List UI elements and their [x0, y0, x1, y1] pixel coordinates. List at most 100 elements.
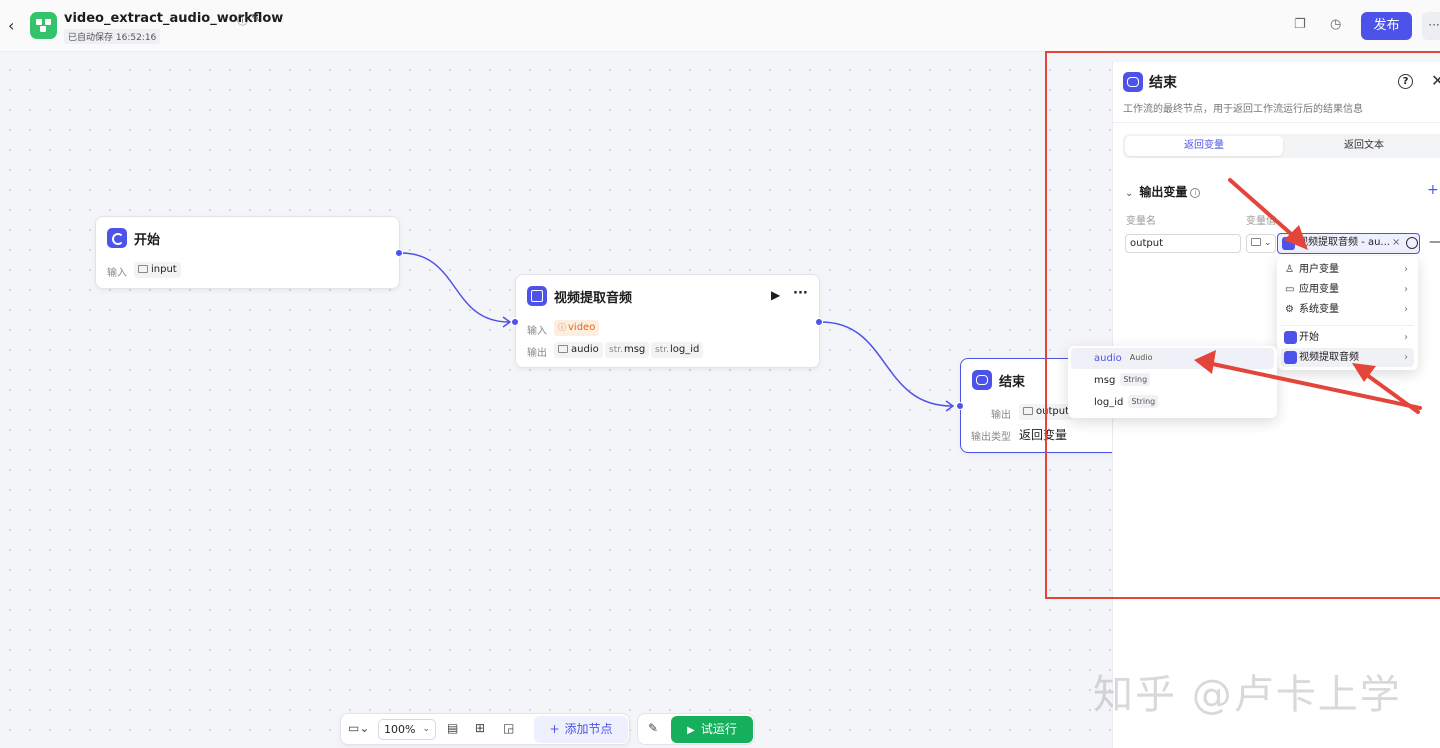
- menu-label: 开始: [1299, 332, 1319, 343]
- extract-input-name: video: [568, 322, 596, 333]
- settings-icon[interactable]: [1406, 237, 1418, 249]
- add-node-button[interactable]: + 添加节点: [534, 716, 628, 743]
- watermark: 知乎 @卢卡上学: [1093, 672, 1402, 718]
- end-node-icon: [972, 370, 992, 390]
- remove-variable-icon[interactable]: —: [1429, 234, 1440, 250]
- end-output-name: output: [1036, 406, 1069, 417]
- extract-node-icon: [527, 286, 547, 306]
- video-node-icon: [1284, 351, 1297, 364]
- variable-reference-field[interactable]: 视频提取音频 - au... ×: [1277, 233, 1420, 254]
- tab-return-variable[interactable]: 返回变量: [1125, 136, 1283, 156]
- column-value-label: 变量值: [1246, 216, 1276, 227]
- plus-icon: +: [549, 722, 560, 736]
- start-node-icon: [107, 228, 127, 248]
- edit-icon[interactable]: ✎: [251, 12, 261, 25]
- gear-icon: ⚙: [1285, 304, 1294, 315]
- menu-item-app-vars[interactable]: ▭应用变量›: [1281, 280, 1414, 299]
- play-icon: ▶: [687, 725, 695, 736]
- fit-view-icon[interactable]: ◲: [503, 721, 515, 735]
- output-name: msg: [623, 344, 646, 355]
- node-more-icon[interactable]: ···: [793, 286, 808, 301]
- type-badge: String: [1128, 395, 1159, 408]
- start-node[interactable]: 开始 输入 input: [95, 216, 403, 289]
- column-name-label: 变量名: [1126, 216, 1156, 227]
- panel-title: 结束: [1149, 75, 1177, 91]
- submenu-item-msg[interactable]: msg String: [1071, 370, 1274, 391]
- output-name: msg: [1094, 375, 1116, 386]
- divider: [1113, 122, 1440, 123]
- output-name: audio: [571, 344, 599, 355]
- close-icon[interactable]: ✕: [1431, 71, 1440, 90]
- run-node-icon[interactable]: ▶: [771, 288, 781, 302]
- info-icon[interactable]: ⓘ: [237, 14, 248, 27]
- chevron-down-icon: ⌄: [1125, 188, 1134, 199]
- end-output-type: 返回变量: [1019, 428, 1068, 442]
- chevron-right-icon: ›: [1404, 352, 1408, 363]
- copy-icon[interactable]: ❐: [1294, 17, 1306, 32]
- test-run-button[interactable]: ▶试运行: [671, 716, 753, 743]
- variable-type-select[interactable]: ⌄: [1246, 234, 1276, 253]
- end-input-handle[interactable]: [956, 402, 964, 410]
- folder-icon: ▭: [1285, 284, 1295, 295]
- more-icon[interactable]: ···: [1422, 12, 1440, 40]
- menu-label: 系统变量: [1299, 304, 1339, 315]
- history-icon[interactable]: ◷: [1330, 17, 1342, 32]
- end-output-tag: output: [1019, 404, 1073, 420]
- folder-icon: [558, 345, 568, 353]
- edge-start-extract: [400, 252, 510, 323]
- folder-icon: [1251, 238, 1261, 246]
- help-icon[interactable]: ?: [1398, 74, 1413, 89]
- clear-icon[interactable]: ×: [1392, 237, 1401, 248]
- canvas-toolbar: ▭⌄ 100% ⌄ ▤ ⊞ ◲ + 添加节点: [340, 713, 630, 745]
- end-output-label: 输出: [991, 410, 1011, 421]
- menu-item-extract-node[interactable]: 视频提取音频›: [1281, 348, 1414, 367]
- start-node-icon: [1284, 331, 1297, 344]
- type-badge: Audio: [1126, 351, 1156, 364]
- add-variable-icon[interactable]: +: [1427, 182, 1439, 198]
- workflow-logo-icon: [30, 12, 57, 39]
- chevron-down-icon: ⌄: [422, 724, 430, 734]
- warning-icon: ⓘ: [558, 323, 566, 332]
- wrench-icon[interactable]: ✎: [648, 721, 659, 735]
- zoom-select[interactable]: 100% ⌄: [378, 719, 436, 740]
- end-node-title: 结束: [999, 375, 1026, 390]
- back-icon[interactable]: ‹: [8, 16, 15, 35]
- comment-icon[interactable]: ▤: [447, 721, 459, 735]
- menu-item-system-vars[interactable]: ⚙系统变量›: [1281, 300, 1414, 319]
- tab-return-text[interactable]: 返回文本: [1344, 140, 1384, 151]
- variable-name-input[interactable]: [1125, 234, 1241, 253]
- info-icon: i: [1190, 188, 1201, 198]
- edge-start-extract-head: [502, 316, 512, 328]
- publish-button[interactable]: 发布: [1361, 12, 1412, 40]
- menu-item-user-vars[interactable]: ♙用户变量›: [1281, 260, 1414, 279]
- folder-icon: [1023, 407, 1033, 415]
- output-name: log_id: [669, 344, 700, 355]
- variable-source-menu: ♙用户变量› ▭应用变量› ⚙ 系统变量 › 开始› 视频提取音频›: [1277, 256, 1418, 370]
- menu-item-start-node[interactable]: 开始›: [1281, 328, 1414, 347]
- return-mode-tabs: 返回变量 返回文本: [1123, 134, 1440, 158]
- extract-input-handle[interactable]: [511, 318, 519, 326]
- extract-output-handle[interactable]: [815, 318, 823, 326]
- video-node-icon: [1282, 237, 1295, 250]
- start-output-handle[interactable]: [395, 249, 403, 257]
- start-input-tag: input: [134, 262, 181, 278]
- output-tag-msg: str.msg: [605, 342, 650, 358]
- add-node-label: 添加节点: [564, 722, 613, 736]
- end-node[interactable]: 结束 输出 output 输出类型 返回变量: [956, 358, 1130, 453]
- layout-icon[interactable]: ⊞: [475, 721, 486, 735]
- type-prefix: str.: [655, 345, 669, 355]
- autosave-status: 已自动保存 16:52:16: [64, 29, 161, 44]
- workflow-title: video_extract_audio_workflow: [64, 11, 284, 26]
- type-prefix: str.: [609, 345, 623, 355]
- user-icon: ♙: [1285, 264, 1294, 275]
- top-bar: ‹ video_extract_audio_workflow ⓘ ✎ 已自动保存…: [0, 0, 1440, 52]
- start-node-title: 开始: [134, 233, 161, 248]
- zoom-value: 100%: [384, 723, 416, 736]
- minimap-icon[interactable]: ▭⌄: [348, 721, 370, 735]
- type-badge: String: [1120, 373, 1151, 386]
